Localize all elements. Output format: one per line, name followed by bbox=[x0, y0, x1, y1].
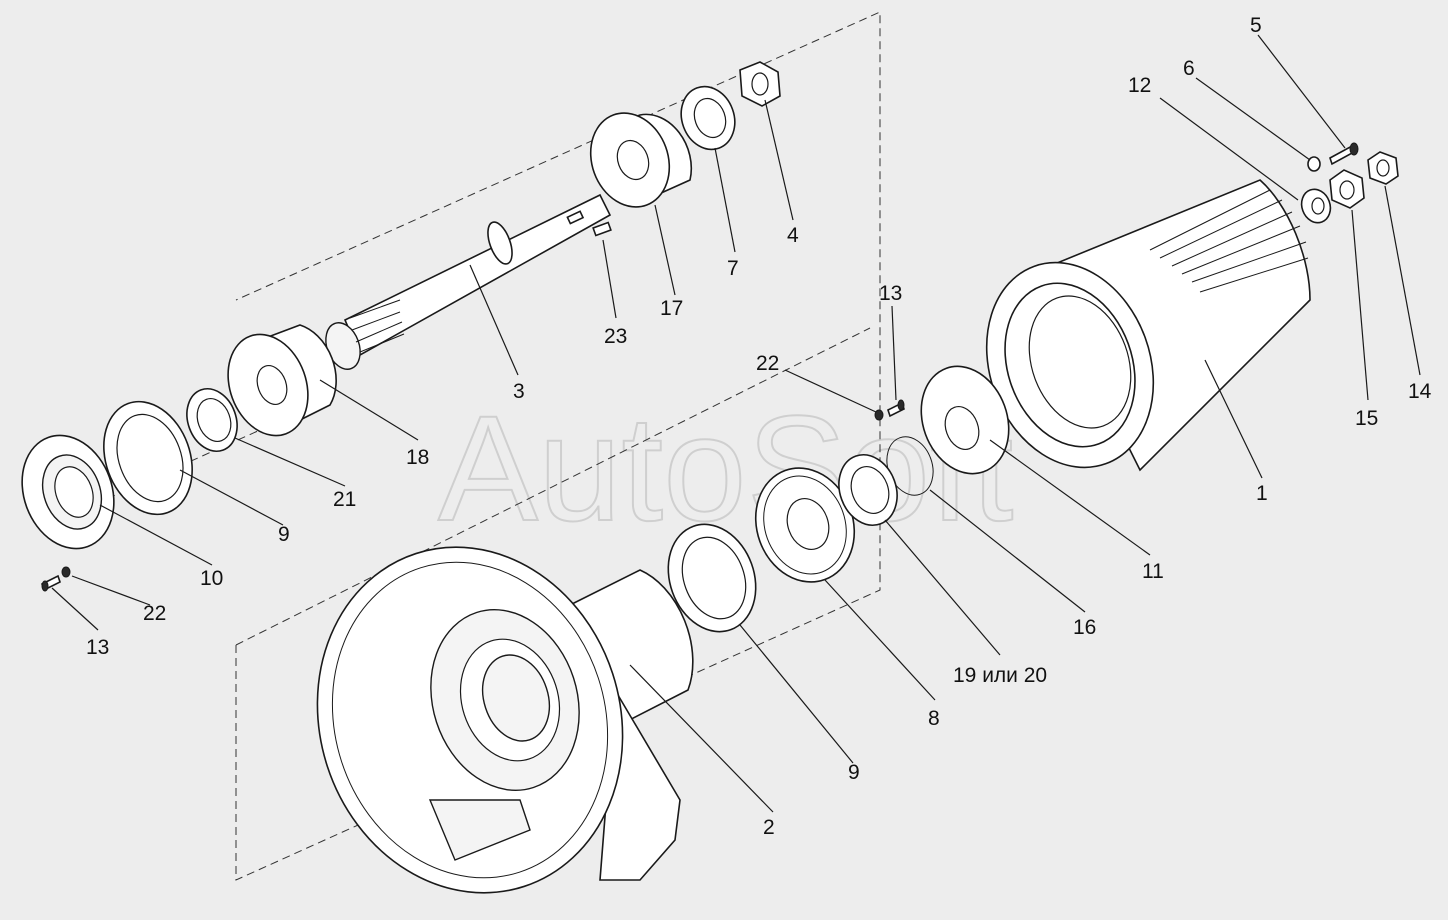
washer-12-part bbox=[1300, 188, 1332, 224]
callout-17: 17 bbox=[660, 297, 683, 320]
nut-15-part bbox=[1329, 169, 1365, 209]
nut-top-part bbox=[739, 61, 781, 107]
callout-12: 12 bbox=[1128, 74, 1151, 97]
callout-9-lower: 9 bbox=[848, 761, 860, 784]
callout-7: 7 bbox=[727, 257, 739, 280]
gasket-9-upper-part bbox=[103, 400, 193, 516]
leader-lines bbox=[51, 34, 1421, 813]
assembly-axis-line bbox=[235, 327, 871, 646]
callout-15: 15 bbox=[1355, 407, 1378, 430]
pulley-part bbox=[985, 179, 1311, 472]
nut-14-part bbox=[1367, 151, 1399, 185]
housing-part bbox=[316, 546, 694, 894]
cover-10-part bbox=[21, 434, 115, 550]
callout-16: 16 bbox=[1073, 616, 1096, 639]
spacer-18-part bbox=[227, 324, 337, 437]
callout-4: 4 bbox=[787, 224, 799, 247]
spacer-17-part bbox=[589, 112, 693, 208]
callout-11: 11 bbox=[1142, 560, 1164, 583]
bolt-5-part bbox=[1329, 142, 1359, 166]
callout-13-lower: 13 bbox=[86, 636, 109, 659]
callout-23: 23 bbox=[604, 325, 627, 348]
callout-21: 21 bbox=[333, 488, 356, 511]
washer-6-part bbox=[1307, 156, 1321, 172]
callout-1: 1 bbox=[1256, 482, 1268, 505]
callout-5: 5 bbox=[1250, 14, 1262, 37]
flange-11-part bbox=[920, 365, 1010, 475]
callout-22-lower: 22 bbox=[143, 602, 166, 625]
washer-7-part bbox=[680, 85, 736, 151]
lock-washer-22-lower-part bbox=[61, 566, 71, 578]
callout-9-upper: 9 bbox=[278, 523, 290, 546]
ring-21-part bbox=[186, 388, 238, 452]
callout-2: 2 bbox=[763, 816, 775, 839]
gasket-9-lower-part bbox=[667, 523, 757, 633]
callout-3: 3 bbox=[513, 380, 525, 403]
bolt-13-lower-part bbox=[41, 574, 61, 592]
bolt-13-upper-part bbox=[887, 399, 905, 418]
watermark: AutoSoft bbox=[438, 384, 1013, 552]
callout-19-or-20: 19 или 20 bbox=[953, 664, 1047, 687]
shaft-part bbox=[325, 193, 612, 370]
callout-10: 10 bbox=[200, 567, 223, 590]
callout-6: 6 bbox=[1183, 57, 1195, 80]
callout-14: 14 bbox=[1408, 380, 1432, 403]
lock-washer-22-upper-part bbox=[874, 409, 884, 421]
key-23-part bbox=[592, 221, 612, 237]
assembly-dashed-frame bbox=[235, 11, 881, 881]
callout-8: 8 bbox=[928, 707, 940, 730]
bearing-19-20-part bbox=[838, 454, 898, 526]
callout-13-upper: 13 bbox=[879, 282, 902, 305]
callout-18: 18 bbox=[406, 446, 429, 469]
callout-22-upper: 22 bbox=[756, 352, 779, 375]
